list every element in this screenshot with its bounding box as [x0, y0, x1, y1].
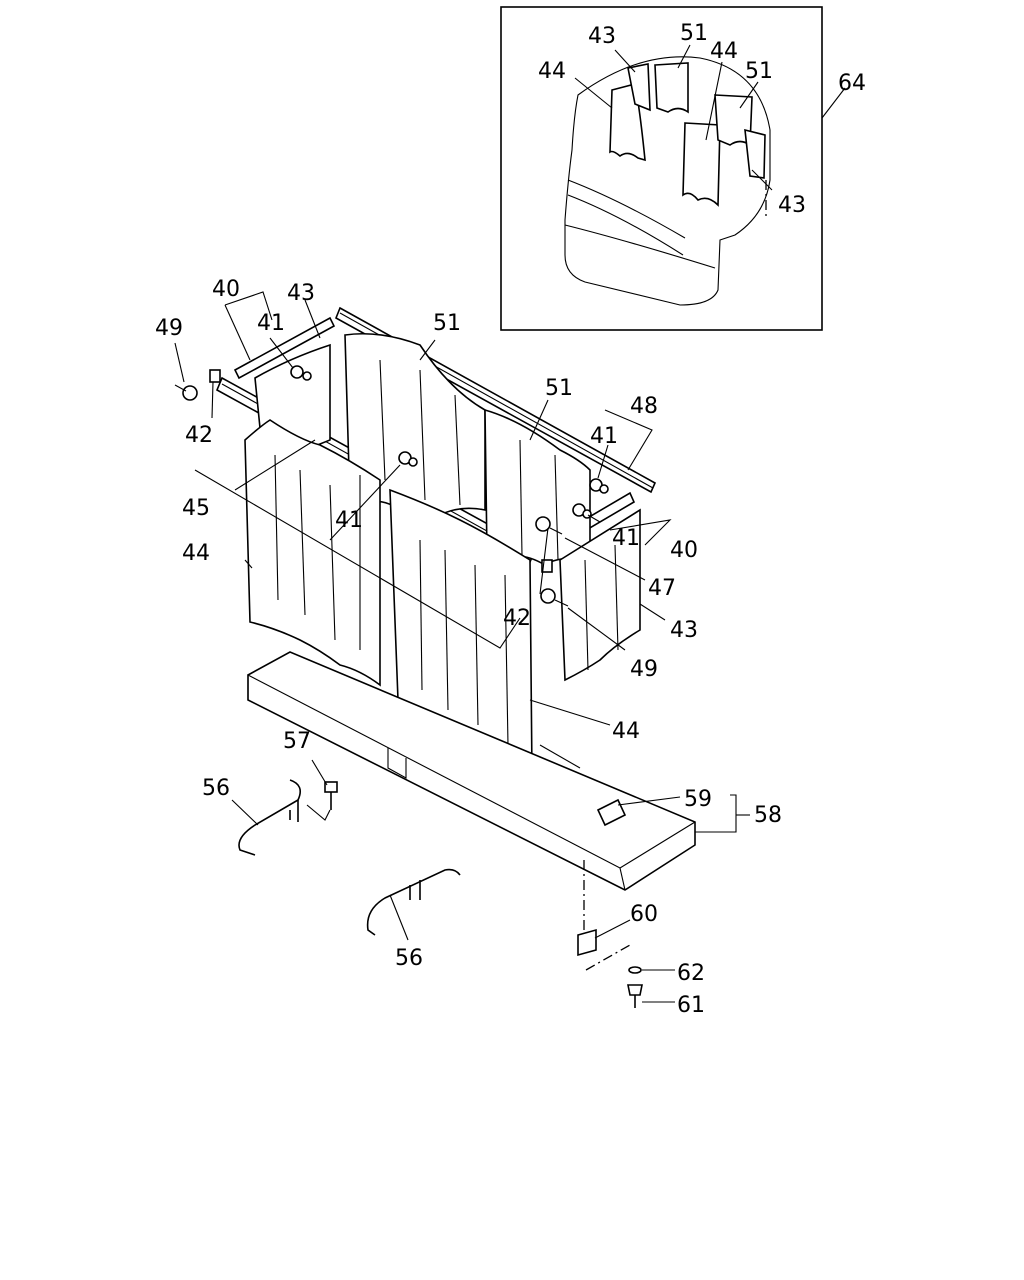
inset-callout-44-mid: 44	[710, 39, 738, 64]
callout-44-left: 44	[182, 541, 210, 566]
inset-callout-43-bottom: 43	[778, 193, 806, 218]
callout-41-top-left: 41	[257, 311, 285, 336]
callout-49-left: 49	[155, 316, 183, 341]
callout-43-right: 43	[670, 618, 698, 643]
callout-60: 60	[630, 902, 658, 927]
curtain-assembly: 40 43 41 49 51 51 48 42 41 45 41 41 40 4…	[155, 277, 782, 1018]
callout-48: 48	[630, 394, 658, 419]
callout-49-right: 49	[630, 657, 658, 682]
bolt-49-left	[174, 384, 198, 401]
callout-45: 45	[182, 496, 210, 521]
callout-51-right: 51	[545, 376, 573, 401]
callout-61: 61	[677, 993, 705, 1018]
callout-42-center: 42	[503, 606, 531, 631]
callout-57: 57	[283, 729, 311, 754]
callout-44-right: 44	[612, 719, 640, 744]
callout-58: 58	[754, 803, 782, 828]
callout-56-left: 56	[202, 776, 230, 801]
inset-callout-51-right: 51	[745, 59, 773, 84]
callout-43-top: 43	[287, 281, 315, 306]
callout-47: 47	[648, 576, 676, 601]
bolt-49-right	[540, 588, 569, 607]
inset-callout-51-top: 51	[680, 21, 708, 46]
callout-51-left: 51	[433, 311, 461, 336]
callout-42-left: 42	[185, 423, 213, 448]
callout-41-center: 41	[335, 508, 363, 533]
inset-callout-43-top: 43	[588, 24, 616, 49]
callout-64: 64	[838, 71, 866, 96]
callout-56-bottom: 56	[395, 946, 423, 971]
callout-40-left: 40	[212, 277, 240, 302]
callout-40-right: 40	[670, 538, 698, 563]
inset-panel: 64 43 51 44 44 51 43	[500, 6, 866, 331]
clip-41-group	[290, 365, 609, 519]
bolt-47	[535, 516, 563, 535]
inset-callout-44-left: 44	[538, 59, 566, 84]
callout-41-right-top: 41	[590, 424, 618, 449]
callout-62: 62	[677, 961, 705, 986]
callout-59: 59	[684, 787, 712, 812]
callout-41-right-bottom: 41	[612, 526, 640, 551]
